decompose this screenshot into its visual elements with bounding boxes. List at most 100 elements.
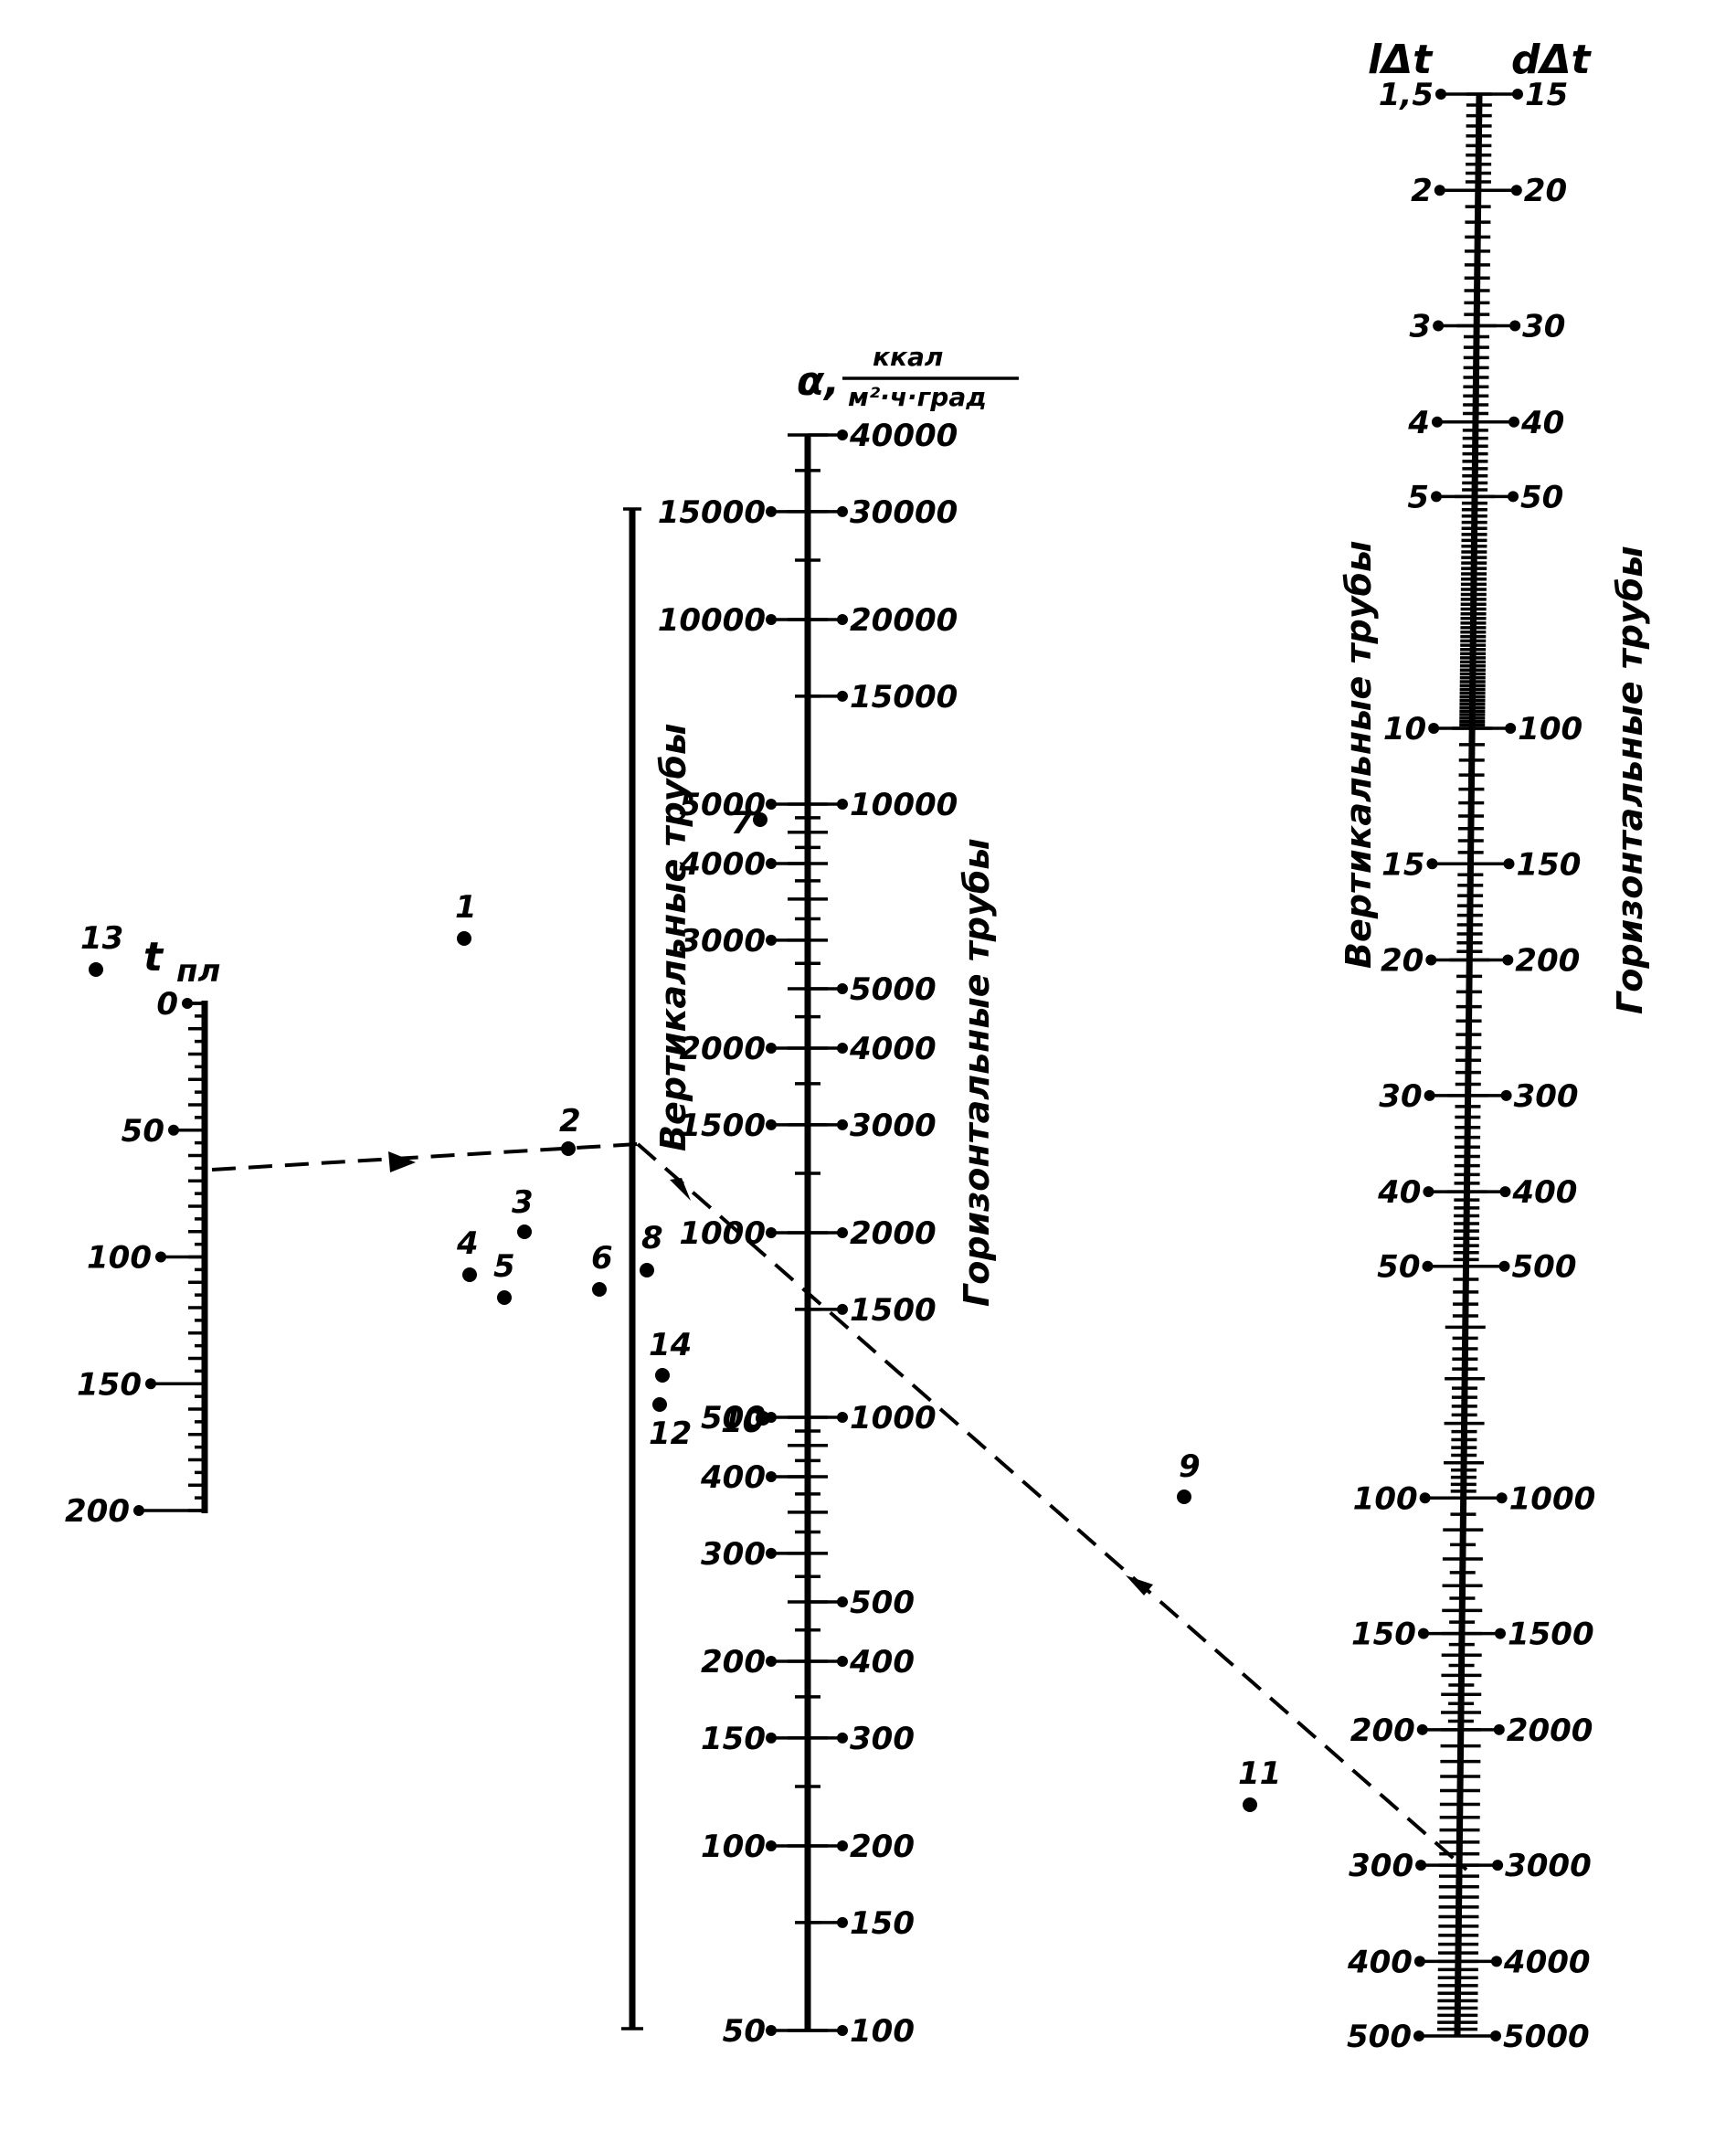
t-tick-label: 100 xyxy=(87,1240,152,1277)
dt-left-label: 15 xyxy=(1381,846,1424,883)
alpha-right-tick-dot xyxy=(837,1303,848,1315)
dashed-line-reference-to-dt xyxy=(636,1142,1468,1871)
dt-right-label: 100 xyxy=(1518,711,1583,747)
alpha-right-label: 500 xyxy=(850,1585,915,1621)
dt-right-tick-dot xyxy=(1492,1860,1504,1871)
point-marker xyxy=(561,1141,576,1156)
alpha-right-tick-dot xyxy=(837,1043,848,1055)
alpha-left-label: 3000 xyxy=(679,923,766,959)
alpha-right-label: 5000 xyxy=(850,971,937,1008)
point-marker xyxy=(457,931,471,946)
dt-left-label: 40 xyxy=(1377,1174,1421,1211)
dt-right-tick-dot xyxy=(1496,1492,1508,1504)
dt-right-label: 15 xyxy=(1525,77,1568,113)
alpha-right-label: 4000 xyxy=(849,1031,937,1067)
dt-left-label: 500 xyxy=(1347,2019,1412,2055)
point-label: 5 xyxy=(493,1248,515,1285)
dt-left-tick-dot xyxy=(1426,858,1438,870)
dt-left-caption: Вертикальные трубы xyxy=(1339,541,1379,969)
dt-right-label: 1000 xyxy=(1509,1480,1596,1517)
point-marker xyxy=(1243,1797,1257,1812)
point-label: 13 xyxy=(80,920,123,957)
alpha-right-tick-dot xyxy=(837,613,848,625)
point-label: 10 xyxy=(721,1404,764,1440)
dt-right-label: 2000 xyxy=(1507,1712,1593,1749)
alpha-right-tick-dot xyxy=(837,1840,848,1852)
dt-left-tick-dot xyxy=(1415,1860,1427,1871)
dt-minor-ticks xyxy=(1437,92,1498,2031)
alpha-left-tick-dot xyxy=(766,1227,777,1238)
dt-left-tick-dot xyxy=(1434,185,1445,196)
t-tick-dot xyxy=(133,1505,144,1516)
alpha-left-label: 2000 xyxy=(679,1031,766,1067)
point-marker xyxy=(592,1282,607,1297)
dt-right-label: 300 xyxy=(1514,1078,1579,1115)
alpha-right-tick-dot xyxy=(837,1119,848,1130)
dt-left-tick-dot xyxy=(1423,1186,1434,1198)
alpha-left-label: 1500 xyxy=(679,1108,766,1144)
point-marker xyxy=(655,1368,670,1383)
dt-right-tick-dot xyxy=(1509,320,1521,332)
dt-right-label: 200 xyxy=(1515,943,1580,980)
dt-left-tick-dot xyxy=(1416,1723,1428,1735)
point-label: 9 xyxy=(1179,1448,1201,1485)
dt-right-label: 20 xyxy=(1524,173,1567,209)
point-label: 12 xyxy=(649,1415,692,1452)
alpha-left-label: 200 xyxy=(701,1644,766,1680)
dt-right-label: 40 xyxy=(1520,405,1564,441)
t-tick-dot xyxy=(168,1124,179,1136)
dt-right-tick-dot xyxy=(1490,2030,1501,2041)
alpha-right-label: 2000 xyxy=(850,1215,937,1252)
dt-left-label: 4 xyxy=(1407,405,1430,441)
point-marker xyxy=(756,1411,770,1426)
dt-left-label: 30 xyxy=(1379,1078,1422,1115)
point-marker xyxy=(640,1263,654,1278)
dt-right-tick-dot xyxy=(1494,1627,1506,1639)
alpha-right-tick-dot xyxy=(837,1656,848,1668)
dt-right-header: dΔt xyxy=(1511,37,1593,83)
dt-right-label: 1500 xyxy=(1508,1617,1594,1653)
dt-right-tick-dot xyxy=(1502,954,1514,966)
t-tick-label: 150 xyxy=(77,1366,142,1403)
alpha-right-label: 300 xyxy=(850,1721,915,1757)
alpha-left-tick-dot xyxy=(766,1547,777,1559)
dt-left-tick-dot xyxy=(1419,1492,1431,1504)
dt-right-ticks: 1520304050100150200300400500100015002000… xyxy=(1457,77,1595,2055)
dt-left-label: 150 xyxy=(1351,1617,1416,1653)
alpha-left-label: 50 xyxy=(723,2013,766,2050)
point-label: 4 xyxy=(456,1225,479,1262)
alpha-right-label: 1000 xyxy=(850,1400,937,1437)
arrow-head-right xyxy=(388,1151,416,1172)
dt-right-label: 150 xyxy=(1516,846,1581,883)
point-marker xyxy=(89,962,103,977)
alpha-right-label: 15000 xyxy=(850,679,958,716)
alpha-right-tick-dot xyxy=(837,1596,848,1607)
dt-left-label: 5 xyxy=(1407,479,1429,515)
dt-left-tick-dot xyxy=(1428,722,1440,734)
dt-left-label: 10 xyxy=(1383,711,1426,747)
dt-left-tick-dot xyxy=(1431,491,1443,503)
alpha-right-label: 200 xyxy=(850,1829,915,1865)
alpha-left-label: 300 xyxy=(701,1536,766,1573)
point-label: 3 xyxy=(512,1184,534,1221)
dt-left-tick-dot xyxy=(1431,416,1443,428)
alpha-left-label: 10000 xyxy=(658,602,766,639)
point-label: 2 xyxy=(559,1103,581,1140)
alpha-right-label: 40000 xyxy=(849,418,958,454)
alpha-unit-denominator: м²·ч·град xyxy=(848,382,987,412)
alpha-right-tick-dot xyxy=(837,2025,848,2036)
alpha-right-tick-dot xyxy=(837,429,848,440)
alpha-left-tick-dot xyxy=(766,1656,777,1668)
alpha-left-tick-dot xyxy=(766,1471,777,1483)
alpha-right-tick-dot xyxy=(837,1411,848,1423)
alpha-left-label: 100 xyxy=(701,1829,766,1865)
dt-left-label: 2 xyxy=(1411,173,1433,209)
arrow-head-down xyxy=(670,1178,691,1201)
dt-right-tick-dot xyxy=(1490,1956,1502,1967)
dt-right-label: 5000 xyxy=(1503,2019,1590,2055)
alpha-left-label: 150 xyxy=(701,1721,766,1757)
dt-left-tick-dot xyxy=(1422,1260,1434,1272)
